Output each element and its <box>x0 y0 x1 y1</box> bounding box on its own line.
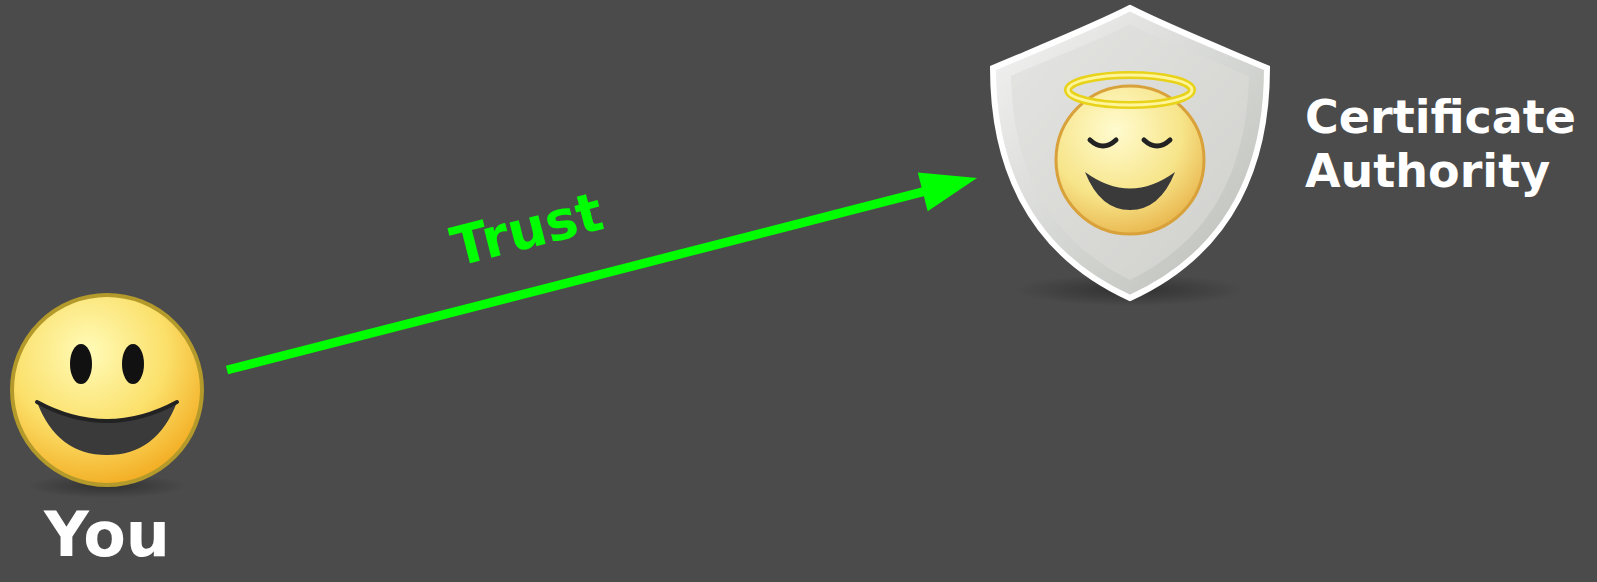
node-label: You <box>7 500 207 570</box>
shield-icon <box>985 0 1285 320</box>
arrow-head <box>918 173 977 212</box>
smiley-face <box>7 290 207 500</box>
trust-arrow <box>227 173 977 370</box>
authority-node: Certificate Authority <box>985 0 1597 310</box>
edge-label: Trust <box>444 180 609 279</box>
person-node: You <box>7 290 207 582</box>
node-label: Certificate Authority <box>1305 90 1595 198</box>
